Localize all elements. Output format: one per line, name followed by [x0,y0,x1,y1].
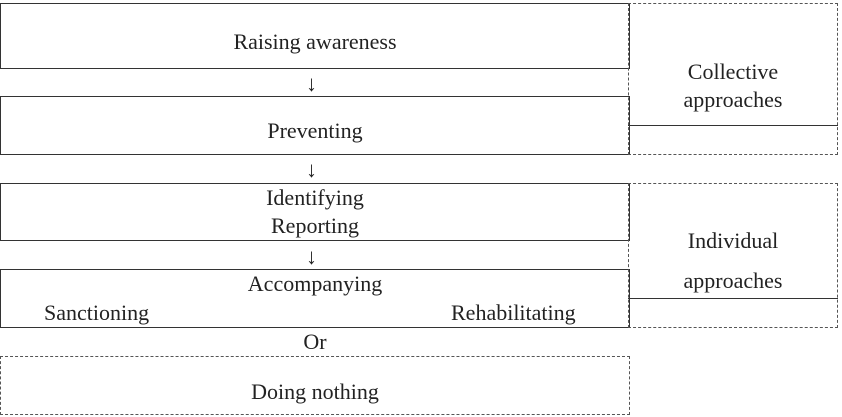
collective-divider [628,125,838,126]
identifying-reporting-box [0,183,630,241]
arrow-down-icon: ↓ [306,244,317,269]
doing-nothing-label: Doing nothing [251,379,379,404]
collective-approaches-box [628,3,838,155]
reporting-label: Reporting [271,213,359,238]
individual-divider [628,298,838,299]
collective-approaches-line1: Collective [687,59,779,84]
raising-awareness-box [0,3,630,69]
individual-approaches-line2: approaches [683,268,783,293]
arrow-down-icon: ↓ [306,71,317,96]
raising-awareness-label: Raising awareness [233,29,397,54]
accompanying-label: Accompanying [247,271,383,296]
rehabilitating-label: Rehabilitating [451,300,576,325]
doing-nothing-box [0,356,630,415]
individual-approaches-line1: Individual [687,228,779,253]
preventing-label: Preventing [267,118,363,143]
collective-approaches-line2: approaches [683,87,783,112]
or-label: Or [303,329,327,354]
identifying-label: Identifying [266,185,364,210]
arrow-down-icon: ↓ [306,157,317,182]
sanctioning-label: Sanctioning [44,300,150,325]
individual-approaches-box [628,183,838,328]
